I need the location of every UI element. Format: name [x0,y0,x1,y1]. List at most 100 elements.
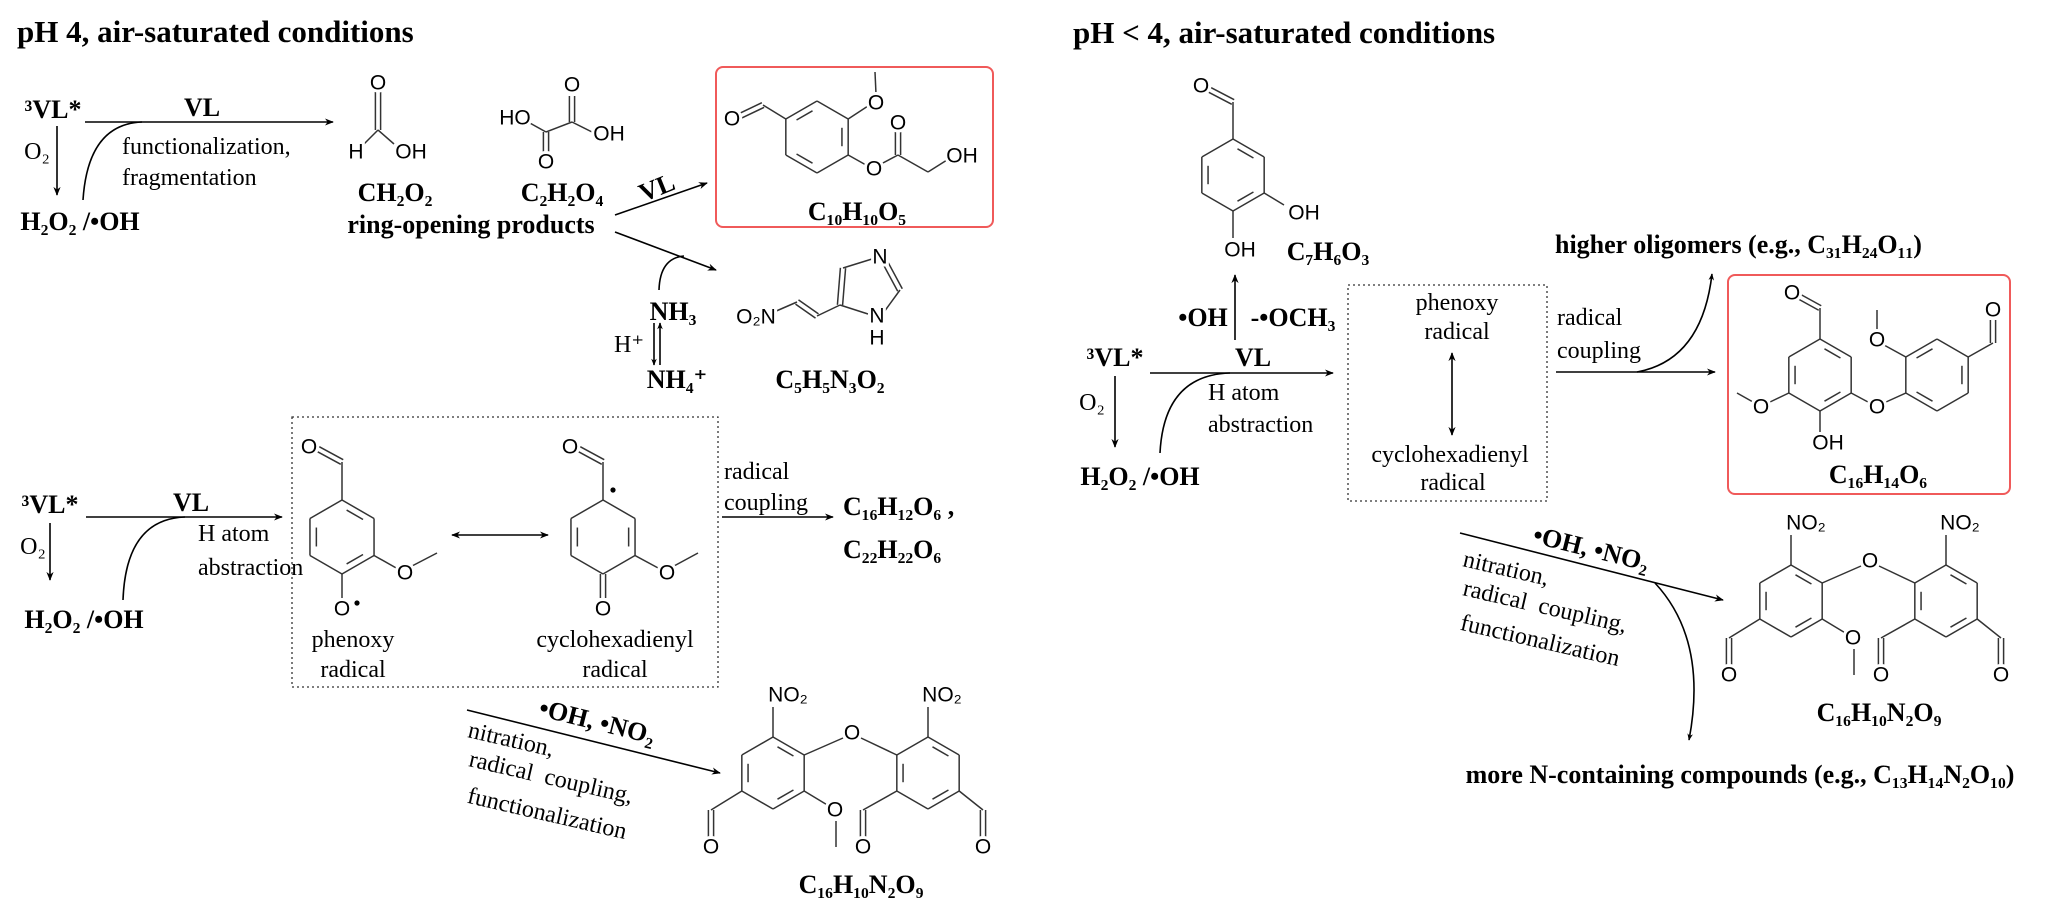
arrow-to-c10h10o5 [614,182,708,216]
bond [1883,344,1907,358]
bond [602,499,636,520]
bond [1790,618,1823,638]
atom-label: O [844,722,860,745]
condition-radical-right: radical [1557,305,1623,331]
bond [897,154,929,173]
bond [316,450,342,465]
atom-label: N [869,305,884,328]
bond [927,736,960,756]
atom-label: HO [499,107,531,130]
atom-label: O [370,72,386,95]
bond [1916,391,1933,402]
bond [346,553,364,565]
demethoxylation-reagent: •OH [1178,303,1228,332]
bond [1824,391,1841,402]
bond [880,154,899,165]
oxidant-o2-lower: O₂ [20,534,46,560]
bond [772,736,805,756]
bond [841,268,847,306]
atom-label: O [1784,282,1800,305]
bond [883,264,899,292]
bond [896,790,929,810]
bond [1945,564,1978,584]
bond [1759,618,1792,638]
atom-label: NO₂ [1940,512,1980,535]
bond [816,154,849,174]
formula-c10h10o5: C₁₀H₁₀O₅ [807,197,907,226]
bond [1201,138,1234,158]
reactant-triplet-vl-right: ³VL* [1086,343,1144,372]
bond [927,159,948,173]
ammonia: NH₃ [649,297,697,326]
arrow-oxidant-curve-right [1159,372,1231,454]
atom-label: O [1193,75,1209,98]
atom-label: O [1721,664,1737,687]
atom-label: NO₂ [1786,512,1826,535]
bond [795,303,816,319]
bond [777,789,794,800]
bond [570,499,604,520]
bond [1850,392,1869,403]
bond [816,304,841,317]
phenoxy-label-right: phenoxy [1415,290,1499,316]
bond [377,129,395,145]
bond [1201,192,1234,212]
atom-label: OH [1288,202,1320,225]
cyclohexadienyl-label-right: cyclohexadienyl [1371,442,1529,468]
atom-label: O₂N [736,306,776,329]
atom-label: O [827,799,843,822]
atom-label: O [562,436,578,459]
atom-label: O [538,151,554,174]
arrow-higher-oligomers-curve [1636,273,1715,373]
bond [836,267,842,305]
bond [1232,138,1265,158]
bond [772,790,805,810]
bond [785,100,818,120]
atom-label: O [659,562,675,585]
atom-label: O [724,108,740,131]
bond [803,737,844,756]
ammonium: NH₄⁺ [646,365,708,394]
bond [1237,191,1254,202]
phenoxy-radical-label: radical [320,657,386,683]
arrow-oxidant-curve [82,121,143,201]
oxidant-product-lower: H₂O₂ /•OH [24,605,144,634]
condition-h-atom-right: H atom [1208,380,1280,406]
bond [341,499,375,520]
bond [847,105,869,120]
radical-dot [354,600,360,606]
bond [773,301,798,313]
atom-label: OH [593,123,625,146]
bond [1232,192,1265,212]
condition-h-atom: H atom [198,521,270,547]
atom-label: O [1985,299,2001,322]
bond [1736,392,1754,403]
atom-label: O [1869,396,1885,419]
arrow-oxidant-curve-lower [122,516,186,601]
bond [816,100,849,120]
proton: H⁺ [614,332,644,358]
bond [741,790,774,810]
arrow-nitration-right [1459,532,1724,602]
oxidant-o2: O₂ [24,139,50,165]
bond [1795,574,1812,585]
bond [1210,87,1235,101]
bond [874,71,877,95]
bond [1936,338,1969,358]
bond [1950,574,1967,585]
bond [527,121,547,133]
bond [1795,617,1812,628]
demethoxylation-leaving-group: -•OCH₃ [1250,303,1336,332]
bond [860,737,898,756]
bond [785,154,818,174]
bond [1976,618,2002,639]
bond [411,552,438,567]
structure-phenoxy-radical: OOO [298,433,438,624]
bond [1788,338,1821,358]
atom-label: OH [946,145,978,168]
condition-abstraction-right: abstraction [1208,412,1314,438]
bond [1824,348,1841,359]
bond [363,129,379,145]
bond [577,450,603,465]
